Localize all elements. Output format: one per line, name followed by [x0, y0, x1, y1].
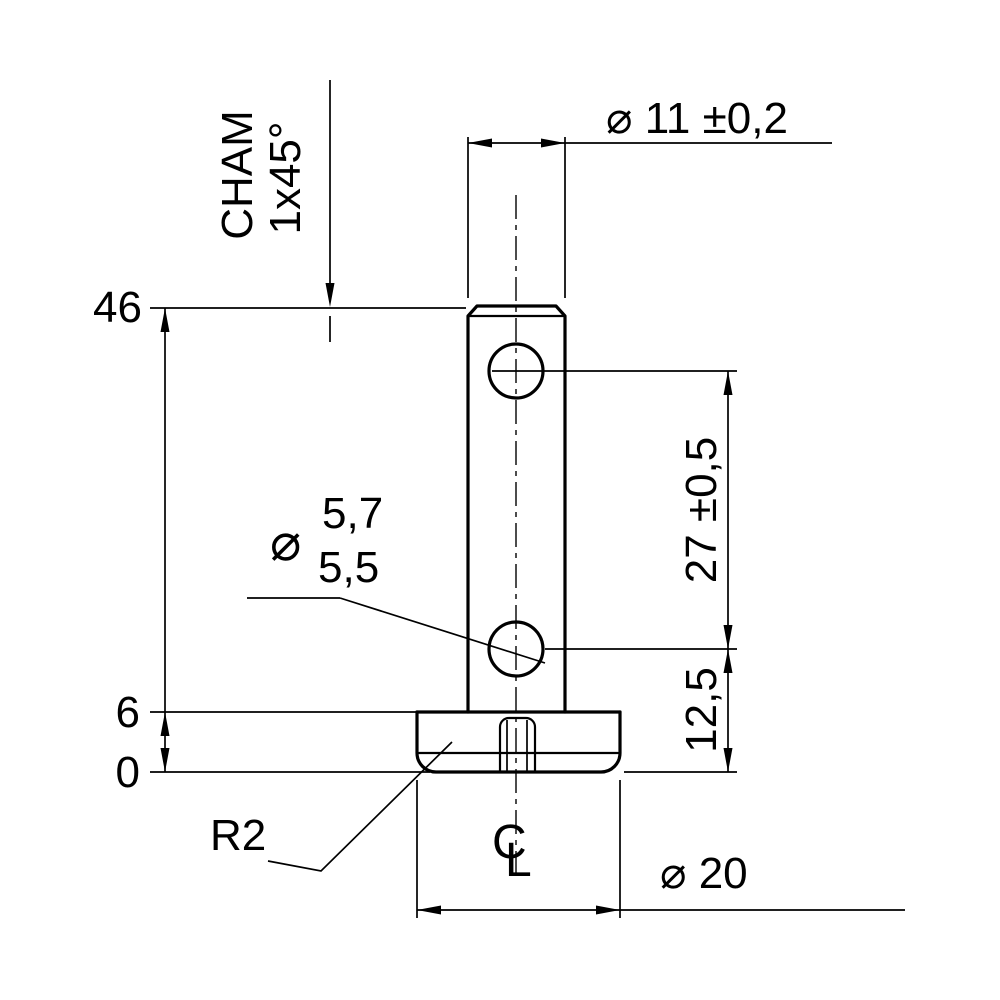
baseline-label: 0 — [116, 748, 140, 797]
shaft-diameter-label: ⌀ 11 ±0,2 — [606, 94, 788, 143]
arrow-height-6-top — [160, 712, 170, 736]
arrow-height-bottom — [160, 748, 170, 772]
lower-cross-hole — [487, 620, 545, 678]
hole-diameter-max-label: 5,7 — [322, 489, 383, 538]
overall-height-label: 46 — [93, 283, 142, 332]
annotation-text: ⌀ 11 ±0,2 CHAM 1x45° 46 ⌀ 5,7 5,5 27 ±0,… — [93, 94, 788, 898]
arrow-lower-hole-top — [723, 649, 733, 673]
lower-hole-height-label: 12,5 — [677, 667, 726, 753]
base-outline — [415, 710, 622, 774]
hole-leader-diagonal — [339, 597, 546, 664]
chamfer-label-line1: CHAM — [213, 110, 262, 240]
base-height-label: 6 — [116, 688, 140, 737]
shaft-outline — [466, 304, 567, 714]
fillet-radius-label: R2 — [210, 811, 266, 860]
arrow-shaft-dia-left — [468, 138, 492, 148]
arrow-height-46-top — [160, 308, 170, 332]
part-geometry — [415, 304, 622, 774]
arrow-base-dia-left — [417, 905, 441, 915]
hole-diameter-min-label: 5,5 — [318, 543, 379, 592]
arrow-lower-hole-bottom — [723, 748, 733, 772]
arrow-base-dia-right — [596, 905, 620, 915]
base-diameter-label: ⌀ 20 — [660, 849, 748, 898]
chamfer-label-line2: 1x45° — [261, 121, 310, 234]
base-center-hole — [498, 716, 537, 774]
arrow-shaft-dia-right — [541, 138, 565, 148]
radius-leader-line — [267, 741, 453, 872]
arrow-chamfer-leader — [325, 283, 335, 307]
arrow-hole-spacing-top — [723, 371, 733, 395]
dimension-lines — [150, 80, 905, 918]
arrow-hole-spacing-bottom — [723, 625, 733, 649]
centerline-symbol-l: L — [505, 834, 532, 887]
hole-diameter-symbol: ⌀ — [270, 514, 301, 572]
hole-spacing-label: 27 ±0,5 — [677, 437, 726, 583]
centerline-symbol-c: C — [492, 816, 527, 869]
arrowheads — [160, 138, 733, 915]
